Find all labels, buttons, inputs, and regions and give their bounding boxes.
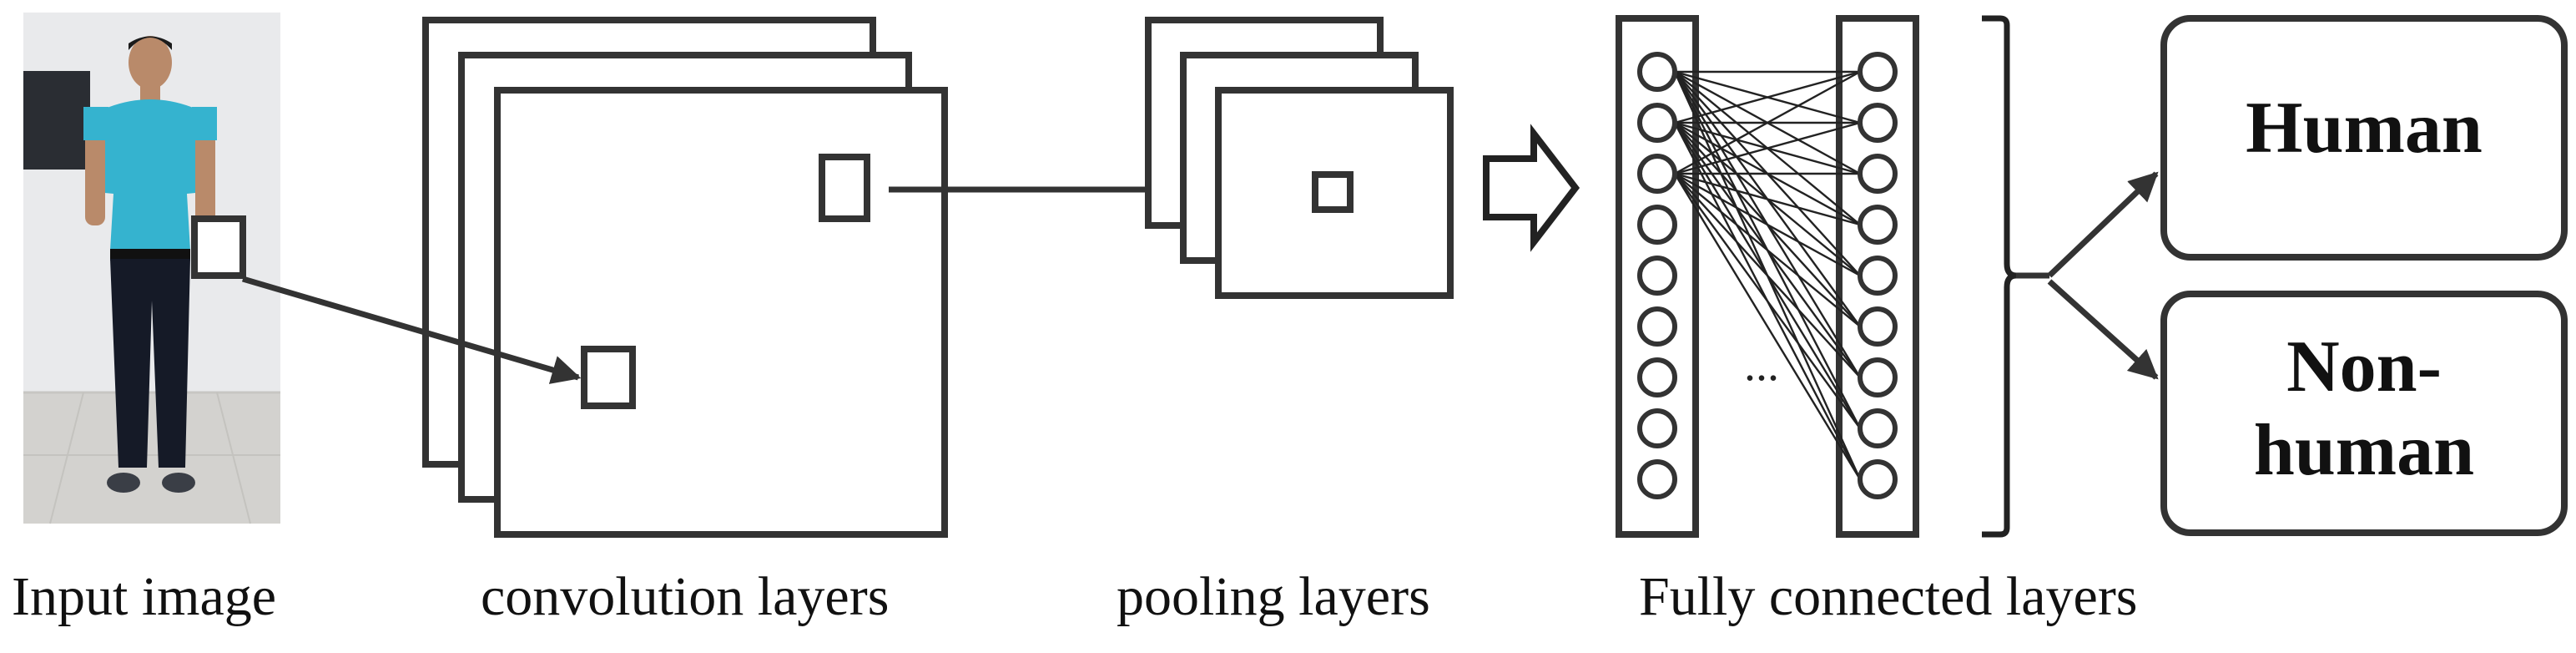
fc-connection-line (1674, 121, 1861, 175)
input-to-conv-arrow (242, 276, 582, 384)
fc-neurons-right (1858, 52, 1898, 499)
human-output-box (2160, 15, 2568, 261)
fc-neuron (1637, 357, 1677, 397)
fc-neuron (1637, 154, 1677, 194)
fc-connection-line (1674, 172, 1861, 226)
fc-connection-line (1674, 173, 1861, 327)
arrow-to-non-human (2047, 279, 2159, 380)
pooling-layers (1145, 17, 1454, 299)
non-human-label-line1: Non- (2286, 326, 2442, 407)
conv-feature-map-3 (494, 87, 948, 538)
pooling-layers-label: pooling layers (1117, 566, 1430, 627)
pool-patch-box (1312, 171, 1354, 213)
non-human-output-box (2160, 291, 2568, 536)
fc-neuron (1637, 408, 1677, 448)
fc-connection-line (1673, 173, 1862, 480)
conv-patch-box-lower (581, 346, 636, 409)
fc-neurons-left (1637, 52, 1677, 499)
fc-neuron (1637, 306, 1677, 347)
fc-neuron (1637, 256, 1677, 296)
fc-neuron (1858, 306, 1898, 347)
fc-connection-line (1674, 173, 1861, 429)
fc-connection-line (1674, 173, 1861, 378)
fc-neuron (1637, 103, 1677, 143)
fc-connection-line (1674, 70, 1861, 124)
human-label: Human (2246, 88, 2483, 169)
fc-neuron (1858, 154, 1898, 194)
fully-connected-label: Fully connected layers (1639, 566, 2138, 627)
input-image-label: Input image (12, 566, 277, 627)
fully-connected-layers: ... (1616, 15, 1919, 538)
hollow-right-arrow (1483, 124, 1580, 252)
fc-neuron (1858, 408, 1898, 448)
non-human-label-line2: human (2254, 410, 2474, 491)
fc-connection-line (1674, 70, 1861, 175)
fc-connection-line (1674, 172, 1861, 277)
conv-patch-box-upper (819, 154, 870, 222)
fc-neuron (1858, 357, 1898, 397)
input-patch-box (191, 215, 246, 279)
output-human: Human (2160, 15, 2568, 261)
arrow-to-human (2047, 171, 2159, 278)
fc-neuron (1637, 52, 1677, 92)
fc-neuron (1858, 103, 1898, 143)
fc-neuron (1858, 459, 1898, 499)
fc-neuron (1858, 256, 1898, 296)
convolution-layers (422, 17, 948, 538)
fc-connections (1673, 70, 1862, 480)
output-non-human: Non- human (2160, 291, 2568, 536)
fc-neuron (1858, 205, 1898, 245)
fc-neuron (1858, 52, 1898, 92)
fc-ellipsis: ... (1744, 339, 1779, 391)
fc-neuron (1637, 459, 1677, 499)
convolution-layers-label: convolution layers (481, 566, 890, 627)
fc-neuron (1637, 205, 1677, 245)
output-bracket (1982, 15, 2017, 538)
